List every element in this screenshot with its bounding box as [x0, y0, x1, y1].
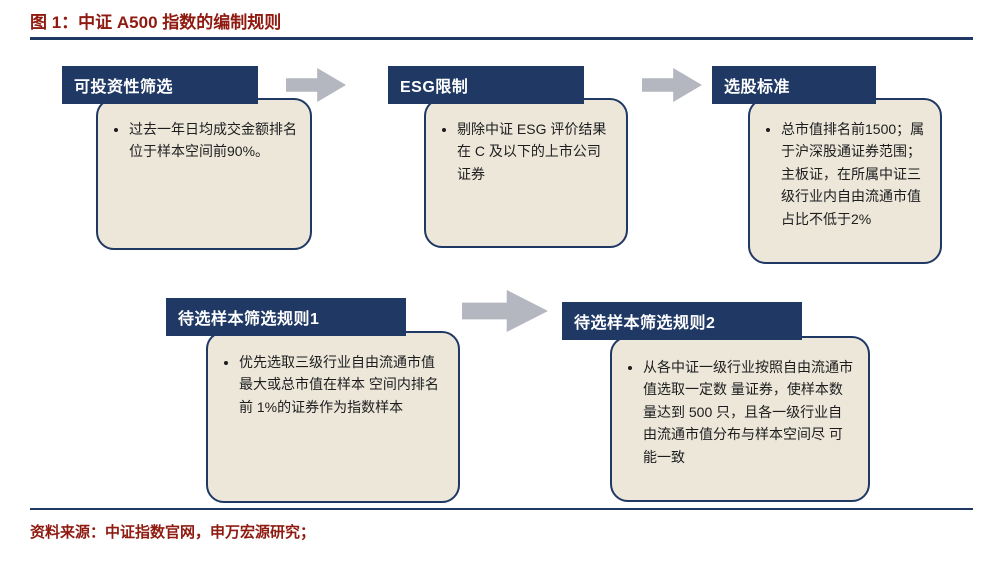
- footer-divider: [30, 508, 973, 510]
- step-body-screening-rule-2: 从各中证一级行业按照自由流通市值选取一定数 量证券，使样本数量达到 500 只，…: [610, 336, 870, 502]
- step-body-text: 剔除中证 ESG 评价结果在 C 及以下的上市公司证券: [457, 118, 614, 185]
- arrow-right-icon: [642, 68, 702, 102]
- step-body-screening-rule-1: 优先选取三级行业自由流通市值最大或总市值在样本 空间内排名前 1%的证券作为指数…: [206, 331, 460, 503]
- title-divider: [30, 37, 973, 40]
- step-body-text: 过去一年日均成交金额排名位于样本空间前90%。: [129, 118, 298, 163]
- step-header-esg: ESG限制: [388, 66, 584, 104]
- step-bullet-list: 总市值排名前1500；属于沪深股通证券范围；主板证，在所属中证三级行业内自由流通…: [764, 118, 928, 230]
- step-header-screening-rule-1: 待选样本筛选规则1: [166, 298, 406, 336]
- figure-title: 图 1：中证 A500 指数的编制规则: [30, 13, 282, 32]
- step-body-esg: 剔除中证 ESG 评价结果在 C 及以下的上市公司证券: [424, 98, 628, 248]
- step-header-investability: 可投资性筛选: [62, 66, 258, 104]
- step-body-text: 总市值排名前1500；属于沪深股通证券范围；主板证，在所属中证三级行业内自由流通…: [781, 118, 928, 230]
- step-bullet-list: 过去一年日均成交金额排名位于样本空间前90%。: [112, 118, 298, 163]
- arrow-right-icon: [286, 68, 346, 102]
- step-body-text: 优先选取三级行业自由流通市值最大或总市值在样本 空间内排名前 1%的证券作为指数…: [239, 351, 446, 418]
- step-body-investability: 过去一年日均成交金额排名位于样本空间前90%。: [96, 98, 312, 250]
- source-note: 资料来源：中证指数官网，申万宏源研究；: [30, 524, 316, 541]
- arrow-right-icon: [462, 290, 548, 332]
- step-header-screening-rule-2: 待选样本筛选规则2: [562, 302, 802, 340]
- step-header-selection-criteria: 选股标准: [712, 66, 876, 104]
- step-bullet-list: 剔除中证 ESG 评价结果在 C 及以下的上市公司证券: [440, 118, 614, 185]
- step-bullet-list: 从各中证一级行业按照自由流通市值选取一定数 量证券，使样本数量达到 500 只，…: [626, 356, 856, 468]
- step-body-text: 从各中证一级行业按照自由流通市值选取一定数 量证券，使样本数量达到 500 只，…: [643, 356, 856, 468]
- step-bullet-list: 优先选取三级行业自由流通市值最大或总市值在样本 空间内排名前 1%的证券作为指数…: [222, 351, 446, 418]
- step-body-selection-criteria: 总市值排名前1500；属于沪深股通证券范围；主板证，在所属中证三级行业内自由流通…: [748, 98, 942, 264]
